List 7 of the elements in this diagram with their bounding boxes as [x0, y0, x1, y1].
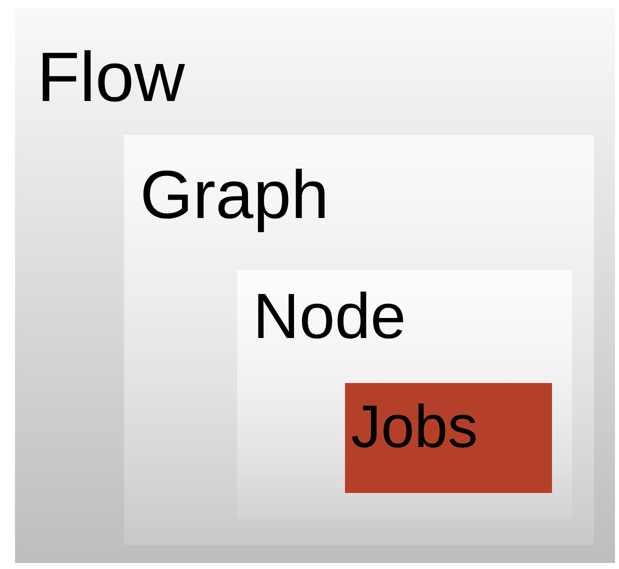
container-box	[15, 8, 615, 563]
box-title: Node	[253, 284, 406, 348]
box-title: Jobs	[351, 397, 478, 457]
box-title: Flow	[37, 42, 185, 112]
container-box	[237, 270, 572, 520]
container-box	[124, 135, 594, 545]
task-box	[345, 383, 552, 493]
